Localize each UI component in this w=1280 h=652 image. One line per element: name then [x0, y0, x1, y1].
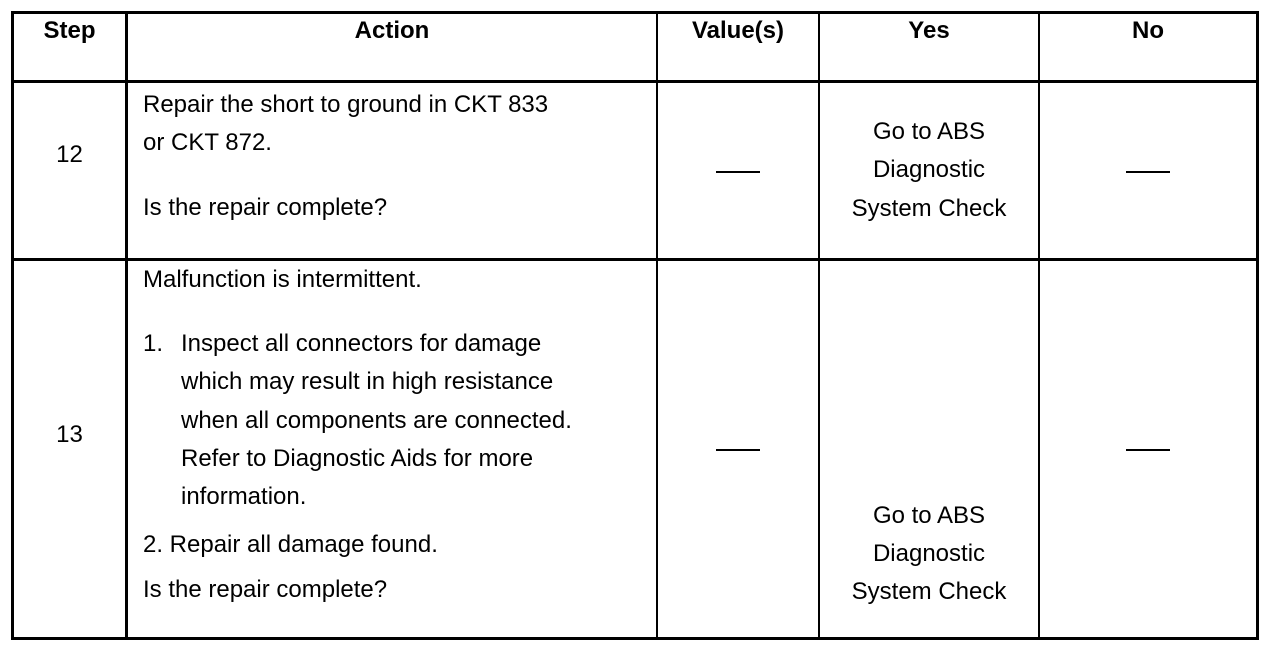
action-line: Refer to Diagnostic Aids for more — [181, 445, 534, 472]
action-intro: Malfunction is intermittent. — [143, 266, 422, 293]
column-divider-action-values — [656, 11, 658, 640]
action-question: Is the repair complete? — [143, 194, 388, 221]
list-item: 2. Repair all damage found. — [143, 531, 438, 558]
action-line: when all components are connected. — [181, 407, 572, 434]
diagnostic-table — [11, 11, 1259, 640]
values-empty-dash — [716, 449, 760, 451]
header-yes: Yes — [908, 17, 950, 44]
yes-line: Diagnostic — [872, 540, 986, 567]
yes-line: Go to ABS — [872, 502, 986, 529]
step-number: 12 — [56, 141, 83, 168]
yes-line: System Check — [851, 578, 1007, 605]
no-empty-dash — [1126, 449, 1170, 451]
list-item-number: 1. — [143, 330, 164, 357]
action-line: which may result in high resistance — [181, 368, 554, 395]
action-line: Repair the short to ground in CKT 833 — [143, 91, 549, 118]
column-divider-yes-no — [1038, 11, 1040, 640]
action-line: information. — [181, 483, 307, 510]
row-divider — [11, 258, 1259, 261]
yes-line: System Check — [851, 195, 1007, 222]
values-empty-dash — [716, 171, 760, 173]
column-divider-step-action — [125, 11, 128, 640]
action-question: Is the repair complete? — [143, 576, 388, 603]
header-values: Value(s) — [691, 17, 785, 44]
column-divider-values-yes — [818, 11, 820, 640]
header-step: Step — [43, 17, 96, 44]
header-action: Action — [354, 17, 430, 44]
no-empty-dash — [1126, 171, 1170, 173]
step-number: 13 — [56, 421, 83, 448]
yes-line: Go to ABS — [872, 118, 986, 145]
yes-line: Diagnostic — [872, 156, 986, 183]
header-no: No — [1132, 17, 1164, 44]
action-line: Inspect all connectors for damage — [181, 330, 542, 357]
header-row-divider — [11, 80, 1259, 83]
action-line: or CKT 872. — [143, 129, 272, 156]
